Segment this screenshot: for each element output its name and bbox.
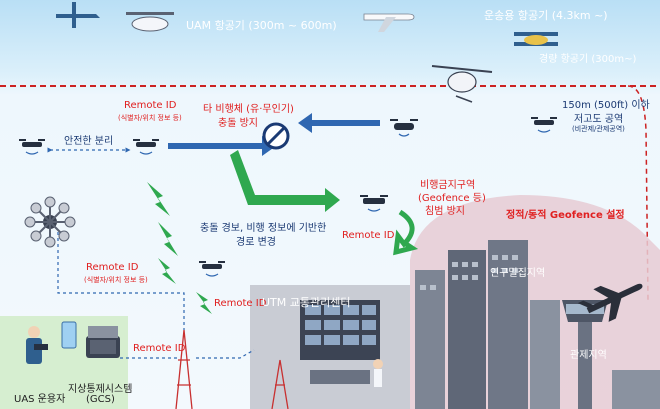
drone-icon: [390, 119, 418, 137]
drone-icon: [360, 195, 388, 212]
arrow-to-collision: [168, 136, 276, 156]
remote-id-left-sub: (식별자/위치 정보 등): [84, 276, 148, 284]
geofence-title-2: (Geofence 등): [418, 193, 486, 204]
remote-id-top-sub: (식별자/위치 정보 등): [118, 114, 182, 122]
light-airspace-label: 경량 항공기 (300m~): [539, 54, 637, 65]
safe-separation-label: 안전한 분리: [64, 136, 114, 147]
flow-arrows: [47, 113, 419, 359]
gcs-label-line2: (GCS): [86, 394, 115, 405]
octocopter-drone-icon: [24, 196, 76, 248]
uam-aircraft-icon: [126, 12, 174, 32]
remote-id-center: Remote ID: [342, 230, 395, 241]
remote-id-dashed-link: [57, 232, 185, 330]
utm-center-label: UTM 교통관리센터: [262, 296, 351, 309]
gcs-to-utm-link: [120, 349, 255, 359]
populated-area-label: 인구밀집지역: [490, 268, 546, 279]
drone-icon: [19, 139, 45, 155]
drone-icon: [199, 261, 225, 277]
populated-area-buildings: [415, 240, 560, 409]
geofence-setting-label: 정적/동적 Geofence 설정: [506, 210, 625, 221]
lightning-icon: [147, 182, 212, 314]
helicopter-icon: [431, 65, 493, 103]
radio-tower-icon: [175, 329, 289, 409]
reroute-line2: 경로 변경: [236, 237, 276, 248]
remote-id-top: Remote ID: [124, 100, 177, 111]
biplane-icon: [514, 32, 558, 46]
low-altitude-line3: (비관제/관제공역): [572, 125, 625, 133]
airplane-icon: [577, 283, 643, 322]
uas-operator-label: UAS 운용자: [14, 394, 66, 405]
arrow-from-drone: [298, 113, 380, 133]
geofence-title-3: 침범 방지: [425, 206, 465, 217]
remote-id-bottom: Remote ID: [133, 343, 186, 354]
low-altitude-line1: 150m (500ft) 이하: [562, 100, 650, 111]
drone-icon: [531, 117, 557, 133]
remote-id-mid: Remote ID: [214, 298, 267, 309]
reroute-line1: 충돌 경보, 비행 정보에 기반한: [200, 223, 327, 234]
gcs-case-icon: [86, 326, 120, 358]
low-altitude-line2: 저고도 공역: [574, 114, 624, 125]
uam-airspace-label: UAM 항공기 (300m ~ 600m): [186, 19, 337, 32]
gcs-label-line1: 지상통제시스템: [68, 384, 133, 395]
airplane-icon: [363, 13, 415, 32]
arrow-reroute: [230, 150, 340, 212]
transport-airspace-label: 운송용 항공기 (4.3km ~): [484, 9, 608, 22]
collision-title-1: 타 비행체 (유·무인기): [203, 104, 294, 115]
operator-icon: [26, 326, 48, 364]
seaplane-icon: [56, 2, 100, 28]
drone-icon: [133, 139, 159, 155]
low-altitude-boundary-curve: [627, 85, 649, 301]
utm-building-icon: [300, 300, 383, 387]
arrow-geofence-turn: [393, 209, 419, 256]
control-tower-icon: [562, 300, 660, 409]
controlled-area-label: 관제지역: [570, 350, 607, 361]
geofence-title-1: 비행금지구역: [420, 180, 476, 191]
collision-title-2: 충돌 방지: [218, 118, 258, 129]
smartphone-icon: [61, 321, 77, 349]
no-entry-icon: [262, 122, 290, 150]
remote-id-left: Remote ID: [86, 262, 139, 273]
